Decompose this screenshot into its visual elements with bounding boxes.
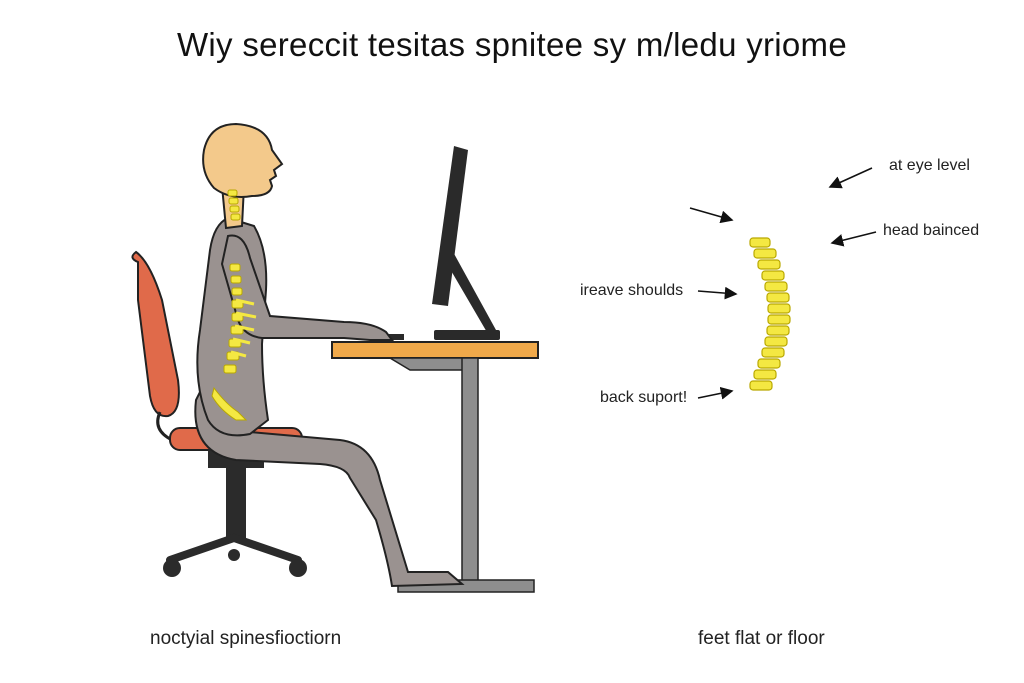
arrow-shoulders: [697, 286, 738, 300]
arrow-back-support: [697, 386, 734, 400]
monitor-stand: [446, 250, 496, 334]
spine-illustration: [749, 237, 791, 391]
chair-backrest: [131, 250, 180, 418]
chair-wheel-center: [228, 549, 240, 561]
chair-post: [226, 466, 246, 542]
arrow-eye-level: [828, 167, 873, 189]
caption-right: feet flat or floor: [698, 628, 825, 649]
chair-wheel-left: [163, 559, 181, 577]
person-arm: [220, 234, 394, 341]
monitor-screen: [432, 146, 468, 306]
arrow-head-balanced: [830, 231, 877, 247]
caption-left: noctyial spinesfioctiorn: [150, 628, 342, 649]
chair-base: [166, 533, 302, 564]
chair-wheel-right: [289, 559, 307, 577]
arrow-top-spine: [689, 207, 734, 224]
label-back-support: back suport!: [600, 389, 688, 406]
label-arrows: [689, 167, 877, 400]
computer-monitor: [364, 146, 500, 340]
desk-leg: [461, 357, 479, 583]
chair-arm-link: [156, 411, 173, 442]
label-shoulders: ireave shoulds: [580, 282, 684, 299]
person-ribs: [230, 298, 257, 358]
person-head: [202, 122, 284, 198]
desk-top: [331, 341, 539, 359]
seated-person: [194, 122, 465, 588]
monitor-base: [434, 330, 500, 340]
desk-bracket: [387, 357, 471, 371]
diagram-title: Wiy sereccit tesitas spnitee sy m/ledu y…: [176, 26, 848, 63]
label-eye-level: at eye level: [889, 157, 970, 174]
label-head-balanced: head bainced: [883, 222, 980, 239]
